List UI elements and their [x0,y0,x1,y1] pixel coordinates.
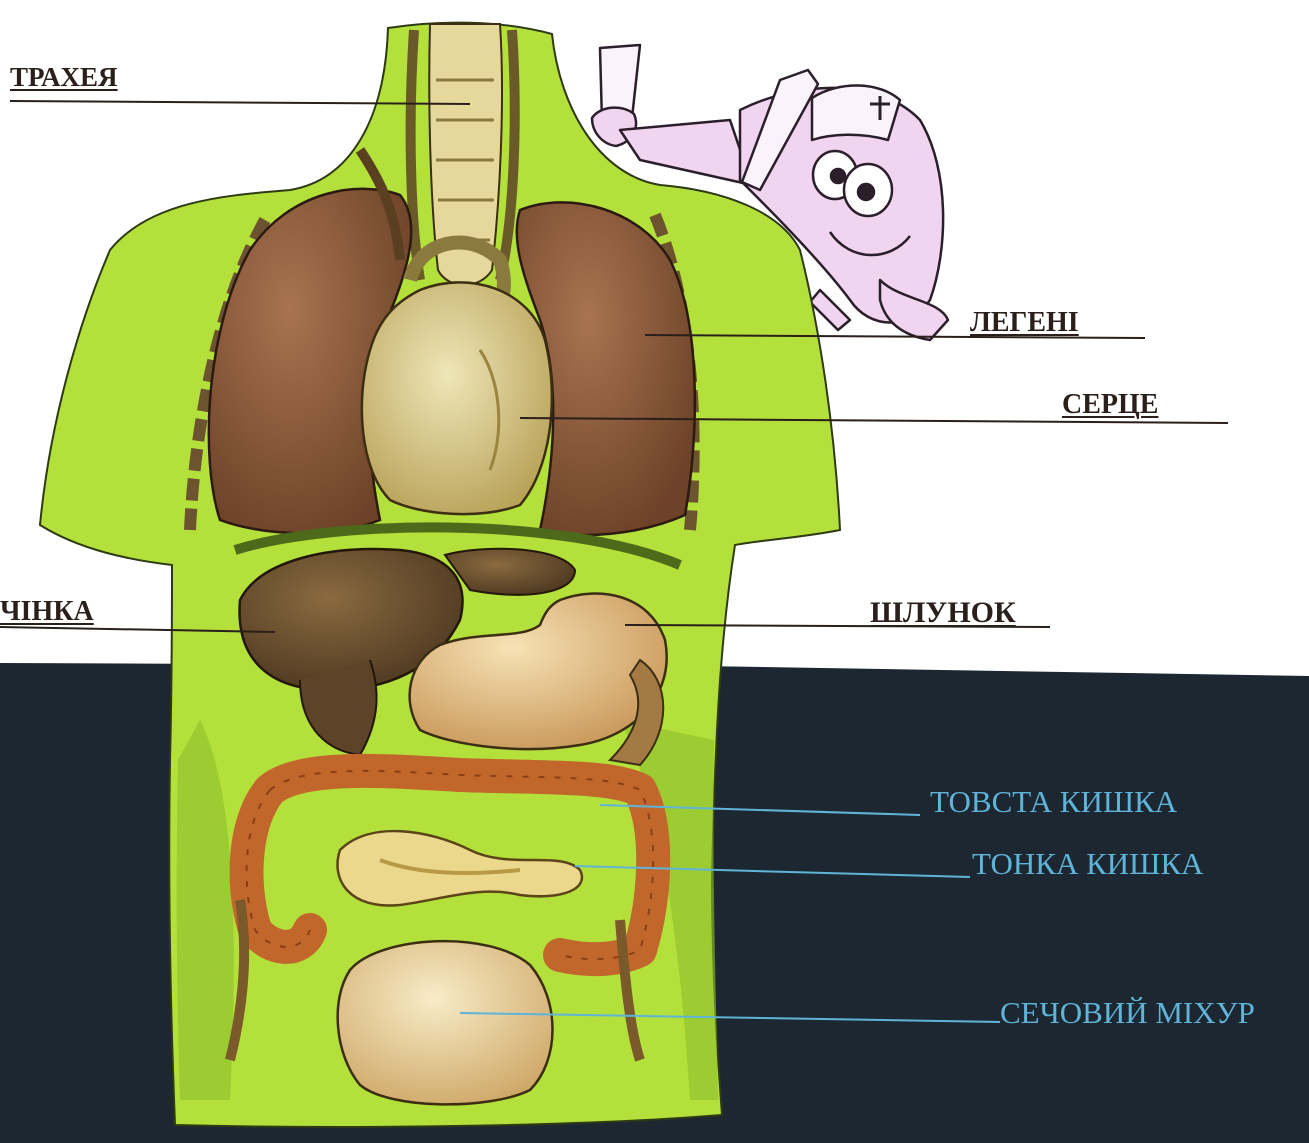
bladder-shape [338,941,553,1104]
label-heart: СЕРЦЕ [1062,391,1158,419]
label-small-intestine: ТОНКА КИШКА [972,848,1204,879]
label-large-intestine: ТОВСТА КИШКА [930,786,1177,817]
label-trachea: ТРАХЕЯ [10,64,118,91]
label-lungs: ЛЕГЕНІ [970,309,1079,337]
heart-shape [362,282,552,514]
label-stomach: ШЛУНОК [870,598,1016,628]
label-liver: ЧІНКА [0,598,94,626]
label-bladder: СЕЧОВИЙ МІХУР [1000,997,1255,1028]
